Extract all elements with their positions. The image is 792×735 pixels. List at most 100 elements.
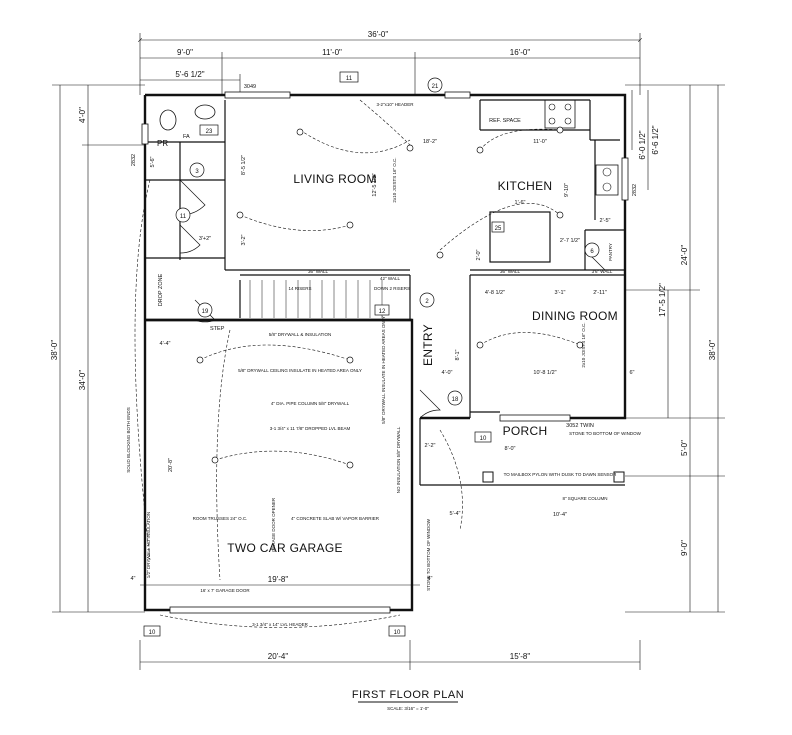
- dim-porch-b: 5'-4": [450, 511, 461, 517]
- note-solid-block: SOLID BLOCKING BOTH ENDS: [126, 407, 131, 473]
- dim-step-a: 4'-4": [160, 341, 171, 347]
- tag-3: 3: [195, 169, 199, 175]
- dim-k-a: 1'-6": [515, 200, 526, 206]
- tag-11a: 11: [346, 76, 353, 82]
- dim-hall-a: 3'+2": [199, 236, 211, 242]
- note-risers-b: DOWN 2 RISERS: [374, 286, 410, 291]
- dim-top-a: 9'-0": [177, 48, 193, 57]
- dim-left-4: 4'-0": [78, 107, 87, 123]
- dim-lr-height: 12'-5 1/2": [372, 173, 378, 196]
- room-ref-space: REF. SPACE: [489, 118, 521, 124]
- room-entry: ENTRY: [421, 324, 435, 366]
- note-stone-garage: STONE TO BOTTOM OF WINDOW: [426, 518, 431, 590]
- note-slab: 4" CONCRETE SLAB W/ VAPOR BARRIER: [291, 516, 380, 521]
- window-tag-2832a: 2832: [131, 154, 137, 166]
- room-drop-zone: DROP ZONE: [158, 273, 164, 306]
- note-column: 8" SQUARE COLUMN: [562, 496, 607, 501]
- dim-left-34: 34'-0": [78, 370, 87, 391]
- tag-10a: 10: [480, 436, 487, 442]
- note-no-insul-left: 1/2" DRYWALL NO INSULATION: [146, 512, 151, 578]
- dim-right-6b: 6'-6 1/2": [651, 125, 660, 154]
- dim-k-e: 2'-0": [476, 249, 482, 260]
- range-icon: [544, 99, 576, 129]
- dim-porch-w: 8'-0": [505, 446, 516, 452]
- tag-6: 6: [590, 249, 594, 255]
- sink-icon: [194, 104, 216, 120]
- room-living-room: LIVING ROOM: [293, 172, 376, 186]
- dim-right-6a: 6'-0 1/2": [638, 130, 647, 159]
- note-lvl-header: 3-1 3/4" x 14" LVL HEADER: [252, 622, 308, 627]
- room-pantry: PANTRY: [608, 243, 613, 261]
- drawing-title: FIRST FLOOR PLAN: [352, 689, 464, 701]
- dim-dr-c: 2'-11": [593, 290, 607, 296]
- dim-right-17: 17'-5 1/2": [658, 283, 667, 317]
- window-tag-2832b: 2832: [632, 184, 638, 196]
- door-swings: [179, 179, 606, 419]
- window-tag-3049: 3049: [244, 84, 256, 90]
- stair-treads: [249, 280, 383, 318]
- porch-column-left: [482, 471, 494, 483]
- dim-dr-h: 8'-1": [455, 349, 461, 360]
- tag-11b: 11: [180, 214, 187, 220]
- note-dr-joists: 2x10 JOISTS 16" O.C.: [581, 322, 586, 367]
- tag-2: 2: [425, 299, 429, 305]
- note-lvl-beam: 3-1 3/4" x 11 7/8" DROPPED LVL BEAM: [270, 426, 351, 431]
- window-tag-3052: 3052 TWIN: [566, 423, 594, 429]
- note-pipe-col: 4" DIA. PIPE COLUMN 5/8" DRYWALL: [271, 401, 350, 406]
- dim-d-6: 6": [629, 370, 634, 376]
- dim-top-c: 16'-0": [510, 48, 531, 57]
- dim-lr-a: 8'-5 1/2": [241, 155, 247, 175]
- dim-porch-d: 2'-2": [425, 443, 436, 449]
- dim-dining-w: 10'-8 1/2": [533, 370, 556, 376]
- dim-left-total: 38'-0": [50, 340, 59, 361]
- dim-g-a: 4": [130, 576, 135, 582]
- note-garage-door-opener: GARAGE DOOR OPENER: [271, 497, 276, 552]
- dim-g-b: 4": [427, 576, 432, 582]
- room-garage: TWO CAR GARAGE: [227, 541, 343, 555]
- dim-dr-b: 3'-1": [555, 290, 566, 296]
- note-drywall1: 5/8" DRYWALL & INSULATION: [269, 332, 332, 337]
- left-dimensions: [52, 84, 145, 613]
- note-drywall-ceiling: 5/8" DRYWALL CEILING INSULATE IN HEATED …: [238, 368, 362, 373]
- dim-right-5: 5'-0": [680, 440, 689, 456]
- dim-top-b: 11'-0": [322, 48, 342, 57]
- tag-25: 25: [495, 226, 502, 232]
- tag-21: 21: [432, 84, 439, 90]
- note-garage-door-size: 16' x 7' GARAGE DOOR: [200, 588, 250, 593]
- note-half-wall-c: 36" WALL: [500, 269, 520, 274]
- dim-right-24: 24'-0": [680, 245, 689, 266]
- kitchen-sink-icon: [595, 164, 619, 196]
- tag-10c: 10: [394, 630, 401, 636]
- dim-overall-top: 36'-0": [368, 30, 389, 39]
- dim-entry-w: 4'-0": [442, 370, 453, 376]
- room-dining-room: DINING ROOM: [532, 309, 618, 323]
- note-half-wall-d: 3'6" WALL: [592, 269, 613, 274]
- dim-k-b: 2'-5": [600, 218, 611, 224]
- dim-k-c: 2'-7 1/2": [560, 238, 580, 244]
- room-kitchen: KITCHEN: [498, 179, 553, 193]
- dim-right-9: 9'-0": [680, 540, 689, 556]
- dim-garage-depth: 20'-8": [168, 458, 174, 472]
- dim-garage-width: 19'-8": [268, 575, 289, 584]
- tag-19: 19: [202, 309, 209, 315]
- note-fa: FA: [183, 134, 190, 140]
- note-half-wall-b: 42" WALL: [380, 276, 400, 281]
- note-drywall-heated: 5/8" DRYWALL INSULATE IN HEATED AREAS ON…: [381, 316, 386, 424]
- drawing-scale: SCALE: 3/16" = 1'-0": [387, 706, 429, 711]
- top-dimensions: [140, 33, 640, 95]
- windows: [141, 91, 629, 614]
- dim-bottom-b: 15'-8": [510, 652, 531, 661]
- note-pylon: TO MAILBOX PYLON WITH DUSK TO DAWN SENSO…: [504, 472, 618, 477]
- note-trusses: ROOM TRUSSES 24" O.C.: [193, 516, 248, 521]
- dim-porch-c: 10'-4": [553, 512, 567, 518]
- tag-markers: [143, 71, 600, 637]
- dim-dr-a: 4'-8 1/2": [485, 290, 505, 296]
- porch-column-right: [613, 471, 625, 483]
- note-half-wall-a: 36" WALL: [308, 269, 328, 274]
- note-risers-a: 14 RISERS: [288, 286, 311, 291]
- note-stone-right: STONE TO BOTTOM OF WINDOW: [569, 431, 641, 436]
- note-no-insul-right: NO INSULATION 5/8" DRYWALL: [396, 426, 401, 493]
- room-pr: PR: [157, 139, 168, 148]
- dim-lr-width: 18'-2": [423, 139, 437, 145]
